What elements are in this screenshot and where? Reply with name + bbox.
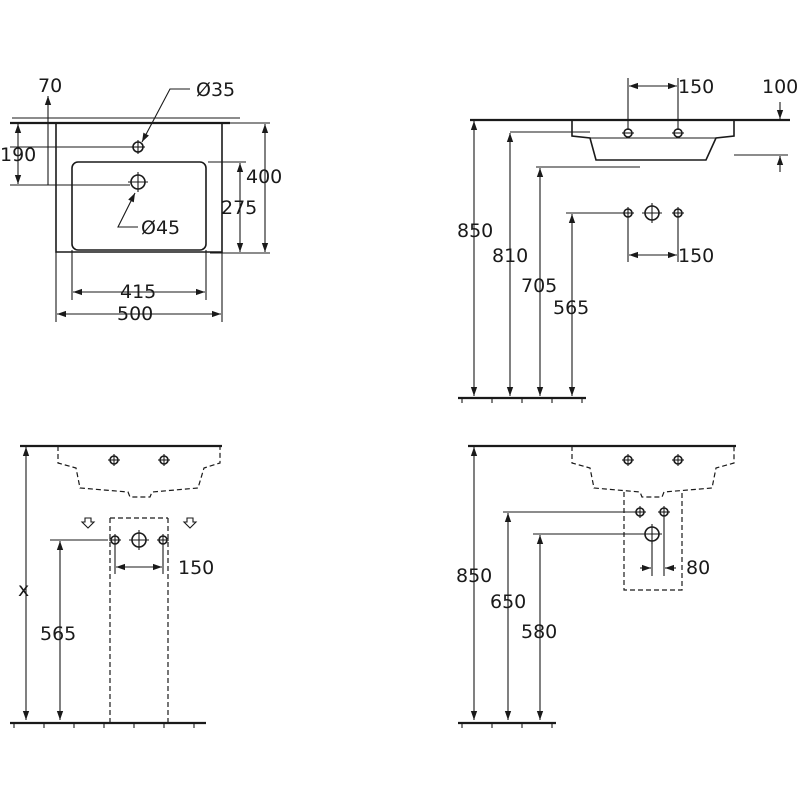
semi-pedestal-hidden [623, 492, 683, 591]
side-view: 150 100 850 810 705 565 150 [457, 76, 798, 403]
dim-height-top: 850 [457, 220, 493, 242]
dim-tap-hole-distance: 190 [0, 144, 36, 166]
dim-height-bowl-bottom: 810 [492, 245, 528, 267]
dim-bowl-depth: 275 [221, 197, 257, 219]
dim-height-variable: x [18, 579, 29, 601]
basin-front-hidden [571, 446, 735, 498]
dim-depth: 400 [246, 166, 282, 188]
basin-front-hidden [57, 446, 221, 498]
dim-height-waste: 580 [521, 621, 557, 643]
bowl-outline [71, 161, 207, 251]
dim-height-underside: 705 [521, 275, 557, 297]
pedestal-hidden [109, 517, 169, 722]
dim-bowl-width: 415 [120, 281, 156, 303]
dim-height-waste: 565 [553, 297, 589, 319]
dim-fixing-spacing: 150 [178, 557, 214, 579]
basin-outline [55, 123, 223, 253]
dim-fixing-spacing-top: 150 [678, 76, 714, 98]
dim-width: 500 [117, 303, 153, 325]
pedestal-view: 150 x 565 [10, 444, 222, 728]
basin-profile [571, 120, 735, 161]
semi-pedestal-view: 80 850 650 580 [456, 444, 736, 728]
dim-height-fixing: 650 [490, 591, 526, 613]
dim-basin-height: 100 [762, 76, 798, 98]
dim-drain-diameter: Ø45 [141, 217, 180, 239]
dim-fixing-spacing-wall: 150 [678, 245, 714, 267]
dim-height-top: 850 [456, 565, 492, 587]
dim-height-waste: 565 [40, 623, 76, 645]
dim-fixing-offset: 80 [686, 557, 710, 579]
top-view: 70 190 Ø35 Ø45 400 275 415 500 [0, 75, 282, 325]
dim-tap-offset: 70 [38, 75, 62, 97]
dim-overflow-diameter: Ø35 [196, 79, 235, 101]
